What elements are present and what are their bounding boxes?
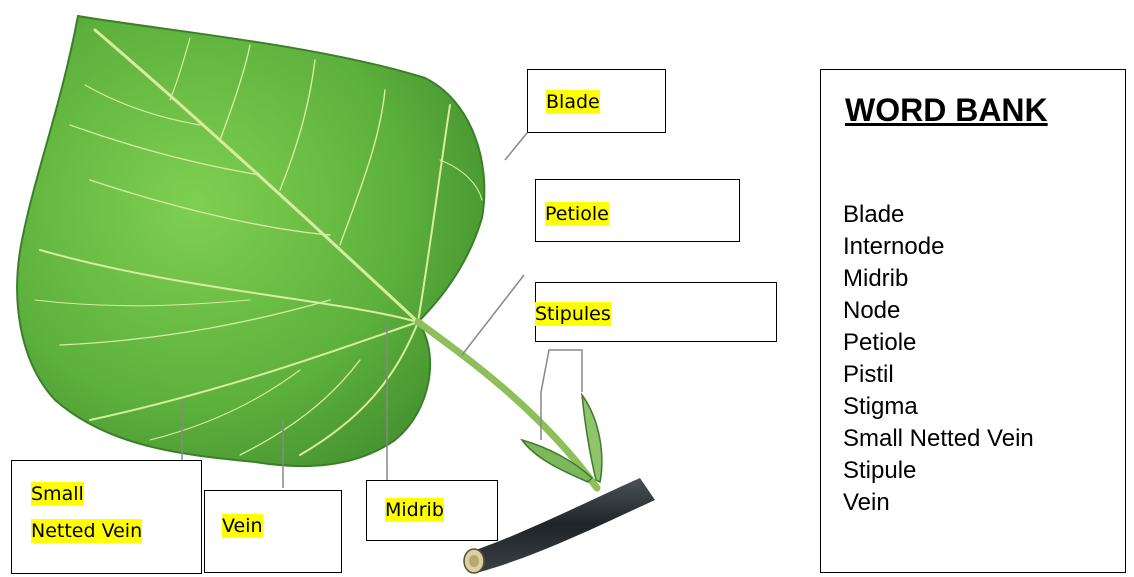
leaf-blade <box>17 16 484 466</box>
label-box-petiole[interactable]: Petiole <box>535 179 740 242</box>
label-box-vein[interactable]: Vein <box>204 490 342 573</box>
label-box-midrib[interactable]: Midrib <box>366 480 498 541</box>
word-bank-item: Vein <box>843 487 1034 519</box>
stipule-left <box>522 440 592 482</box>
label-small-netted-vein-line1: Small <box>31 482 84 506</box>
word-bank-item: Node <box>843 295 1034 327</box>
word-bank-item: Blade <box>843 199 1034 231</box>
label-small-netted-vein-line2: Netted Vein <box>31 519 142 543</box>
label-box-small-netted-vein[interactable]: Small Netted Vein <box>11 460 202 574</box>
label-stipules: Stipules <box>535 302 611 326</box>
label-box-stipules[interactable]: Stipules <box>535 282 777 342</box>
label-blade: Blade <box>546 90 600 114</box>
word-bank-item: Stigma <box>843 391 1034 423</box>
label-box-blade[interactable]: Blade <box>527 69 666 133</box>
word-bank-item: Pistil <box>843 359 1034 391</box>
label-midrib: Midrib <box>385 498 444 522</box>
word-bank-list: Blade Internode Midrib Node Petiole Pist… <box>843 199 1034 519</box>
word-bank-item: Small Netted Vein <box>843 423 1034 455</box>
word-bank-item: Petiole <box>843 327 1034 359</box>
word-bank-item: Internode <box>843 231 1034 263</box>
word-bank: WORD BANK Blade Internode Midrib Node Pe… <box>820 69 1126 573</box>
word-bank-item: Stipule <box>843 455 1034 487</box>
label-vein: Vein <box>222 514 263 538</box>
word-bank-item: Midrib <box>843 263 1034 295</box>
word-bank-title: WORD BANK <box>845 92 1048 129</box>
label-petiole: Petiole <box>545 202 609 226</box>
